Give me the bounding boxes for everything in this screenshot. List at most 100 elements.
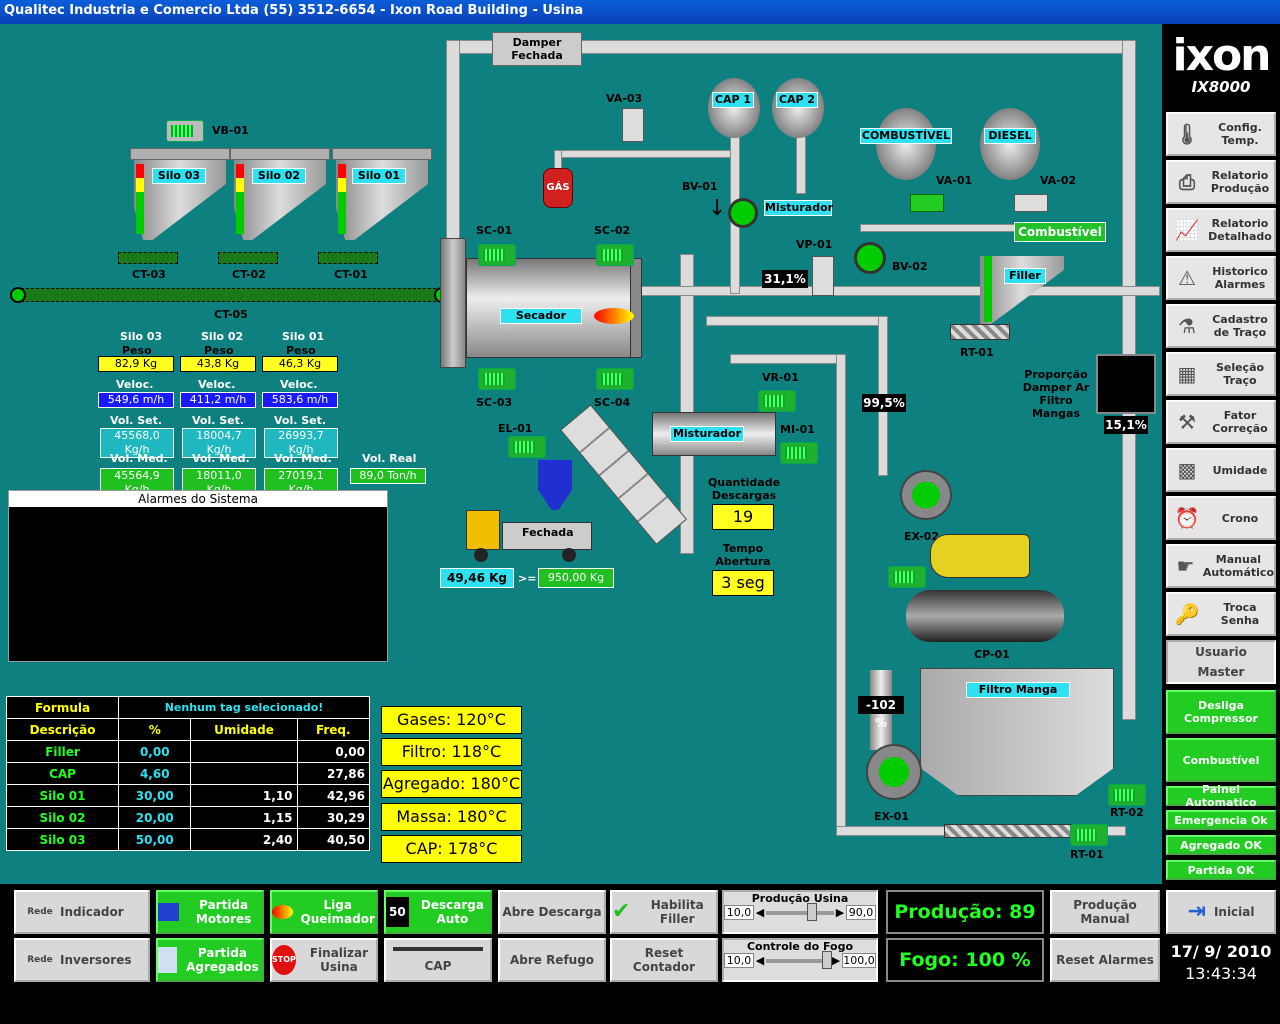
desliga-compressor-button[interactable]: Desliga Compressor [1166,690,1276,734]
vp01-valve[interactable] [812,256,834,296]
ct01-conveyor[interactable] [318,252,378,264]
discharge-hopper[interactable] [538,460,572,510]
slider-left-icon[interactable]: ◀ [755,906,765,919]
relatorio-detalhado-button[interactable]: 📈Relatorio Detalhado [1166,208,1276,252]
ex02-fan[interactable] [900,470,952,520]
manual-automatico-button[interactable]: ☛Manual Automático [1166,544,1276,588]
slider-right-icon[interactable]: ▶ [831,954,841,967]
silo-02[interactable] [230,148,330,240]
ex01-label: EX-01 [874,810,909,823]
reset-contador-button[interactable]: Reset Contador [610,938,718,982]
ct02-conveyor[interactable] [218,252,278,264]
slider-right-icon[interactable]: ▶ [835,906,845,919]
historico-alarmes-button[interactable]: ⚠Historico Alarmes [1166,256,1276,300]
producao-usina-slider[interactable]: Produção Usina 10,0 ◀ ▶ 90,0 [722,890,878,934]
silo-03-title: Silo 03 [120,330,163,343]
ct01-label: CT-01 [334,268,368,281]
truck-limit[interactable]: 950,00 Kg [538,568,614,588]
el01-motor[interactable] [508,436,546,458]
troca-senha-button[interactable]: 🔑Troca Senha [1166,592,1276,636]
silo-01[interactable] [332,148,432,240]
time-display: 13:43:34 [1185,964,1257,983]
silo-02-title: Silo 02 [201,330,244,343]
relatorio-producao-button[interactable]: ⎙Relatorio Produção [1166,160,1276,204]
compressor-head [930,534,1030,578]
cadastro-traco-button[interactable]: ⚗Cadastro de Traço [1166,304,1276,348]
ct03-conveyor[interactable] [118,252,178,264]
diesel-tank[interactable] [980,108,1040,180]
controle-fogo-slider[interactable]: Controle do Fogo 10,0 ◀ ▶ 100,0 [722,938,878,982]
fogo-min: 10,0 [724,953,754,968]
silo-01-vs[interactable]: 26993,7 Kg/h [264,428,338,458]
fogo-max: 100,0 [842,953,876,968]
rt01a-conveyor[interactable] [950,324,1010,340]
fator-correcao-button[interactable]: ⚒Fator Correção [1166,400,1276,444]
compressor-tank[interactable] [906,590,1064,642]
bv01-pump[interactable] [728,198,758,228]
gas-tank[interactable]: GÁS [543,168,573,208]
silo-03-vel-label: Veloc. [116,378,154,391]
config-temp-button[interactable]: 🌡Config. Temp. [1166,112,1276,156]
sc01-motor[interactable] [478,244,516,266]
combustivel-tank[interactable] [876,108,936,180]
damper-hourglass-icon[interactable] [1096,354,1156,414]
fogo-display: Fogo: 100 % [886,938,1044,982]
cp01-motor[interactable] [888,566,926,588]
partida-agregados-button[interactable]: Partida Agregados [156,938,264,982]
silo-03-vs[interactable]: 45568,0 Kg/h [100,428,174,458]
ex01-fan[interactable] [866,744,922,800]
truck-status: Fechada [522,526,574,539]
crono-button[interactable]: ⏰Crono [1166,496,1276,540]
liga-queimador-button[interactable]: Liga Queimador [270,890,378,934]
mi01-motor[interactable] [780,442,818,464]
abre-refugo-button[interactable]: Abre Refugo [498,938,606,982]
vr01-motor[interactable] [758,390,796,412]
ct05-conveyor[interactable] [16,288,446,302]
vb01-motor[interactable] [166,120,204,142]
sc03-motor[interactable] [478,368,516,390]
exit-door-icon: ⇥ [1187,899,1206,924]
inicial-button[interactable]: ⇥Inicial [1166,890,1276,934]
silo-03[interactable] [130,148,230,240]
slider-track[interactable] [766,902,834,921]
sc02-motor[interactable] [596,244,634,266]
rt02-motor[interactable] [1108,784,1146,806]
abre-descarga-button[interactable]: Abre Descarga [498,890,606,934]
silo-02-vs[interactable]: 18004,7 Kg/h [182,428,256,458]
prod-max: 90,0 [846,905,876,920]
va03-valve[interactable] [622,108,644,142]
damper-box[interactable]: Damper Fechada [492,32,582,66]
tempo-descarga: 3 seg [712,570,774,596]
slider-track[interactable] [766,950,833,969]
va02-valve[interactable] [1014,194,1048,212]
cap-button[interactable]: CAP [384,938,492,982]
alarms-panel[interactable]: Alarmes do Sistema [8,490,388,662]
producao-manual-button[interactable]: Produção Manual [1050,890,1160,934]
cap2-tank[interactable] [772,78,824,138]
rt01b-conveyor[interactable] [944,824,1072,838]
truck[interactable] [466,510,592,562]
umidade-button[interactable]: ▩Umidade [1166,448,1276,492]
habilita-filler-button[interactable]: ✔Habilita Filler [610,890,718,934]
reset-alarmes-button[interactable]: Reset Alarmes [1050,938,1160,982]
selecao-traco-button[interactable]: ▦Seleção Traço [1166,352,1276,396]
sc04-motor[interactable] [596,368,634,390]
combustivel-status[interactable]: Combustível [1014,222,1106,242]
silo-01-peso: 46,3 Kg [262,356,338,372]
partida-motores-button[interactable]: Partida Motores [156,890,264,934]
combustivel-button[interactable]: Combustível [1166,738,1276,782]
rt01b-motor[interactable] [1070,824,1108,846]
bv02-pump[interactable] [854,242,886,274]
slider-left-icon[interactable]: ◀ [755,954,765,967]
va01-valve[interactable] [910,194,944,212]
cap1-tank[interactable] [708,78,760,138]
